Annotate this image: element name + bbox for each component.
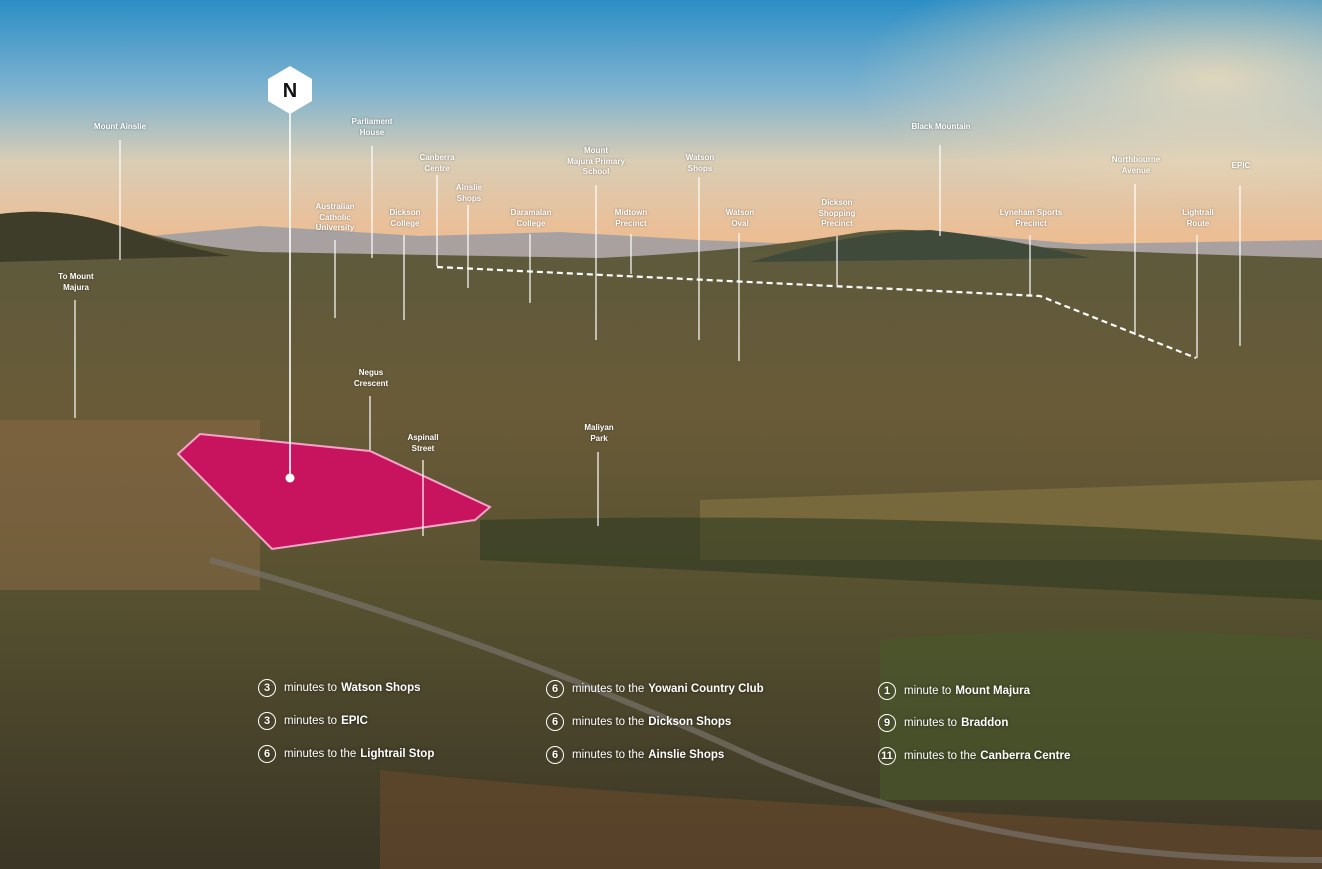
travel-place: Dickson Shops (648, 716, 732, 728)
label-dickson-college: Dickson College (389, 208, 421, 228)
label-lightrail-route: Lightrail Route (1182, 208, 1214, 228)
minutes-badge: 1 (878, 682, 896, 700)
label-acu: Australian Catholic University (315, 202, 355, 232)
label-daramalan-college: Daramalan College (510, 208, 552, 228)
label-canberra-centre: Canberra Centre (419, 153, 455, 173)
label-mount-ainslie: Mount Ainslie (93, 122, 147, 131)
minutes-badge: 6 (546, 746, 564, 764)
development-site-highlight[interactable] (176, 432, 492, 551)
label-northbourne-avenue: Northbourne Avenue (1111, 155, 1161, 175)
travel-text: minutes to the (284, 748, 357, 760)
north-letter: N (283, 80, 297, 102)
north-marker: N (268, 66, 312, 114)
travel-text: minutes to the (904, 750, 977, 762)
travel-text: minutes to (284, 715, 338, 727)
minutes-badge: 6 (546, 680, 564, 698)
travel-text: minutes to the (572, 749, 645, 761)
label-black-mountain: Black Mountain (911, 122, 971, 131)
travel-text: minute to (904, 685, 952, 697)
label-negus-crescent: Negus Crescent (353, 368, 389, 388)
label-lyneham-sports-precinct: Lyneham Sports Precinct (999, 208, 1063, 228)
lightrail-route-line (436, 265, 1197, 360)
minutes-badge: 3 (258, 679, 276, 697)
minutes-badge: 9 (878, 714, 896, 732)
travel-text: minutes to (904, 717, 958, 729)
minutes-badge: 6 (258, 745, 276, 763)
label-parliament-house: Parliament House (351, 117, 393, 137)
travel-place: Canberra Centre (980, 750, 1071, 762)
label-epic: EPIC (1231, 161, 1251, 170)
landmark-pointers (74, 108, 1241, 536)
travel-place: EPIC (341, 715, 368, 727)
travel-place: Mount Majura (955, 685, 1031, 697)
minutes-badge: 11 (878, 747, 896, 765)
label-to-mount-majura: To Mount Majura (58, 272, 94, 292)
label-mount-majura-primary: Mount Majura Primary School (567, 146, 625, 176)
label-dickson-shopping-precinct: Dickson Shopping Precinct (818, 198, 856, 228)
label-maliyan-park: Maliyan Park (584, 423, 614, 443)
travel-text: minutes to (284, 682, 338, 694)
label-ainslie-shops: Ainslie Shops (455, 183, 483, 203)
travel-place: Yowani Country Club (648, 683, 764, 695)
minutes-badge: 6 (546, 713, 564, 731)
travel-text: minutes to the (572, 683, 645, 695)
travel-place: Braddon (961, 717, 1009, 729)
travel-place: Watson Shops (341, 682, 421, 694)
minutes-badge: 3 (258, 712, 276, 730)
travel-text: minutes to the (572, 716, 645, 728)
travel-place: Ainslie Shops (648, 749, 725, 761)
label-watson-shops: Watson Shops (685, 153, 715, 173)
north-hexagon-icon (268, 66, 312, 114)
label-midtown-precinct: Midtown Precinct (614, 208, 648, 228)
label-aspinall-street: Aspinall Street (407, 433, 439, 453)
travel-place: Lightrail Stop (360, 748, 435, 760)
label-watson-oval: Watson Oval (725, 208, 755, 228)
site-marker-dot (285, 473, 295, 483)
